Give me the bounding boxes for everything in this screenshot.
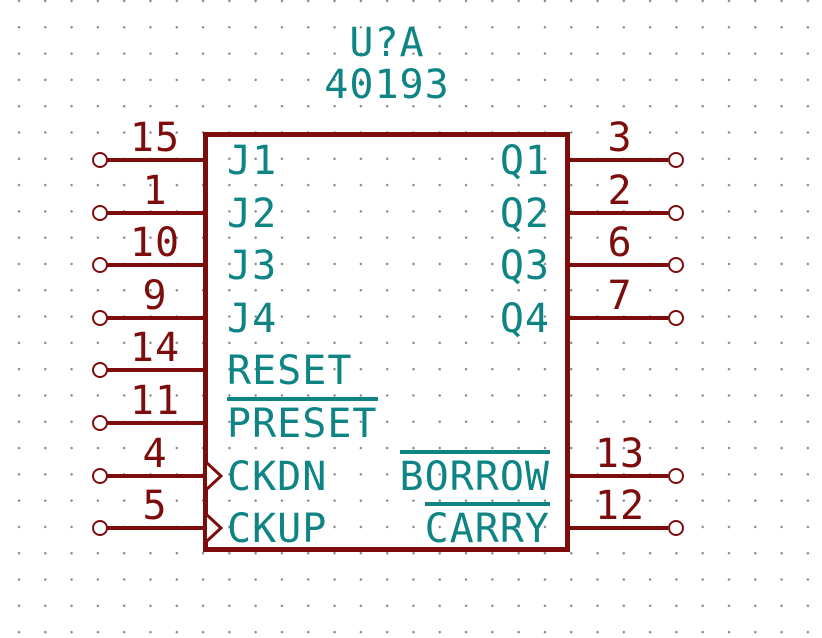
pin-number: 10 [129, 220, 181, 266]
pin-name-label: Q2 [499, 191, 550, 237]
pin-number: 6 [607, 220, 633, 266]
pin-name-label: Q1 [499, 138, 550, 184]
pin-line [107, 158, 205, 162]
pin-endpoint-circle [92, 310, 108, 326]
pin-endpoint-circle [92, 152, 108, 168]
pin-number: 5 [142, 483, 168, 529]
reference-designator-label[interactable]: U?A [349, 20, 425, 66]
pin-line [570, 211, 668, 215]
pin-number: 4 [142, 431, 168, 477]
pin-endpoint-circle [92, 362, 108, 378]
pin-name-label: Q3 [499, 243, 550, 289]
pin-name-label: CKUP [227, 506, 328, 552]
pin-name-label: Q4 [499, 296, 550, 342]
symbol-body-outline[interactable] [203, 132, 570, 552]
pin-number: 14 [129, 325, 181, 371]
pin-endpoint-circle [668, 520, 684, 536]
pin-line [107, 474, 205, 478]
pin-number: 12 [594, 483, 646, 529]
pin-line [570, 474, 668, 478]
pin-number: 13 [594, 431, 646, 477]
pin-name-label: J1 [227, 138, 278, 184]
pin-name-label: CARRY [424, 502, 551, 552]
pin-endpoint-circle [668, 310, 684, 326]
pin-number: 11 [129, 378, 181, 424]
pin-line [107, 368, 205, 372]
pin-endpoint-circle [92, 257, 108, 273]
pin-endpoint-circle [92, 520, 108, 536]
pin-line [107, 526, 205, 530]
part-value-label[interactable]: 40193 [324, 62, 450, 108]
pin-endpoint-circle [92, 205, 108, 221]
pin-name-label: J3 [227, 243, 278, 289]
pin-endpoint-circle [668, 152, 684, 168]
pin-endpoint-circle [92, 468, 108, 484]
pin-endpoint-circle [668, 468, 684, 484]
pin-number: 7 [607, 273, 633, 319]
pin-line [570, 263, 668, 267]
pin-number: 3 [607, 115, 633, 161]
pin-number: 1 [142, 168, 168, 214]
pin-endpoint-circle [92, 415, 108, 431]
pin-name-label: BORROW [399, 450, 550, 500]
pin-line [107, 316, 205, 320]
pin-endpoint-circle [668, 257, 684, 273]
pin-name-label: PRESET [227, 397, 378, 447]
pin-name-label: J4 [227, 296, 278, 342]
clock-edge-icon [206, 462, 224, 490]
pin-name-label: RESET [227, 348, 353, 394]
pin-name-label: CKDN [227, 454, 328, 500]
clock-edge-icon [206, 514, 224, 542]
pin-endpoint-circle [668, 205, 684, 221]
pin-line [570, 316, 668, 320]
pin-number: 2 [607, 168, 633, 214]
pin-line [107, 263, 205, 267]
pin-line [570, 526, 668, 530]
pin-number: 9 [142, 273, 168, 319]
pin-line [570, 158, 668, 162]
pin-number: 15 [129, 115, 181, 161]
pin-line [107, 421, 205, 425]
pin-name-label: J2 [227, 191, 278, 237]
pin-line [107, 211, 205, 215]
